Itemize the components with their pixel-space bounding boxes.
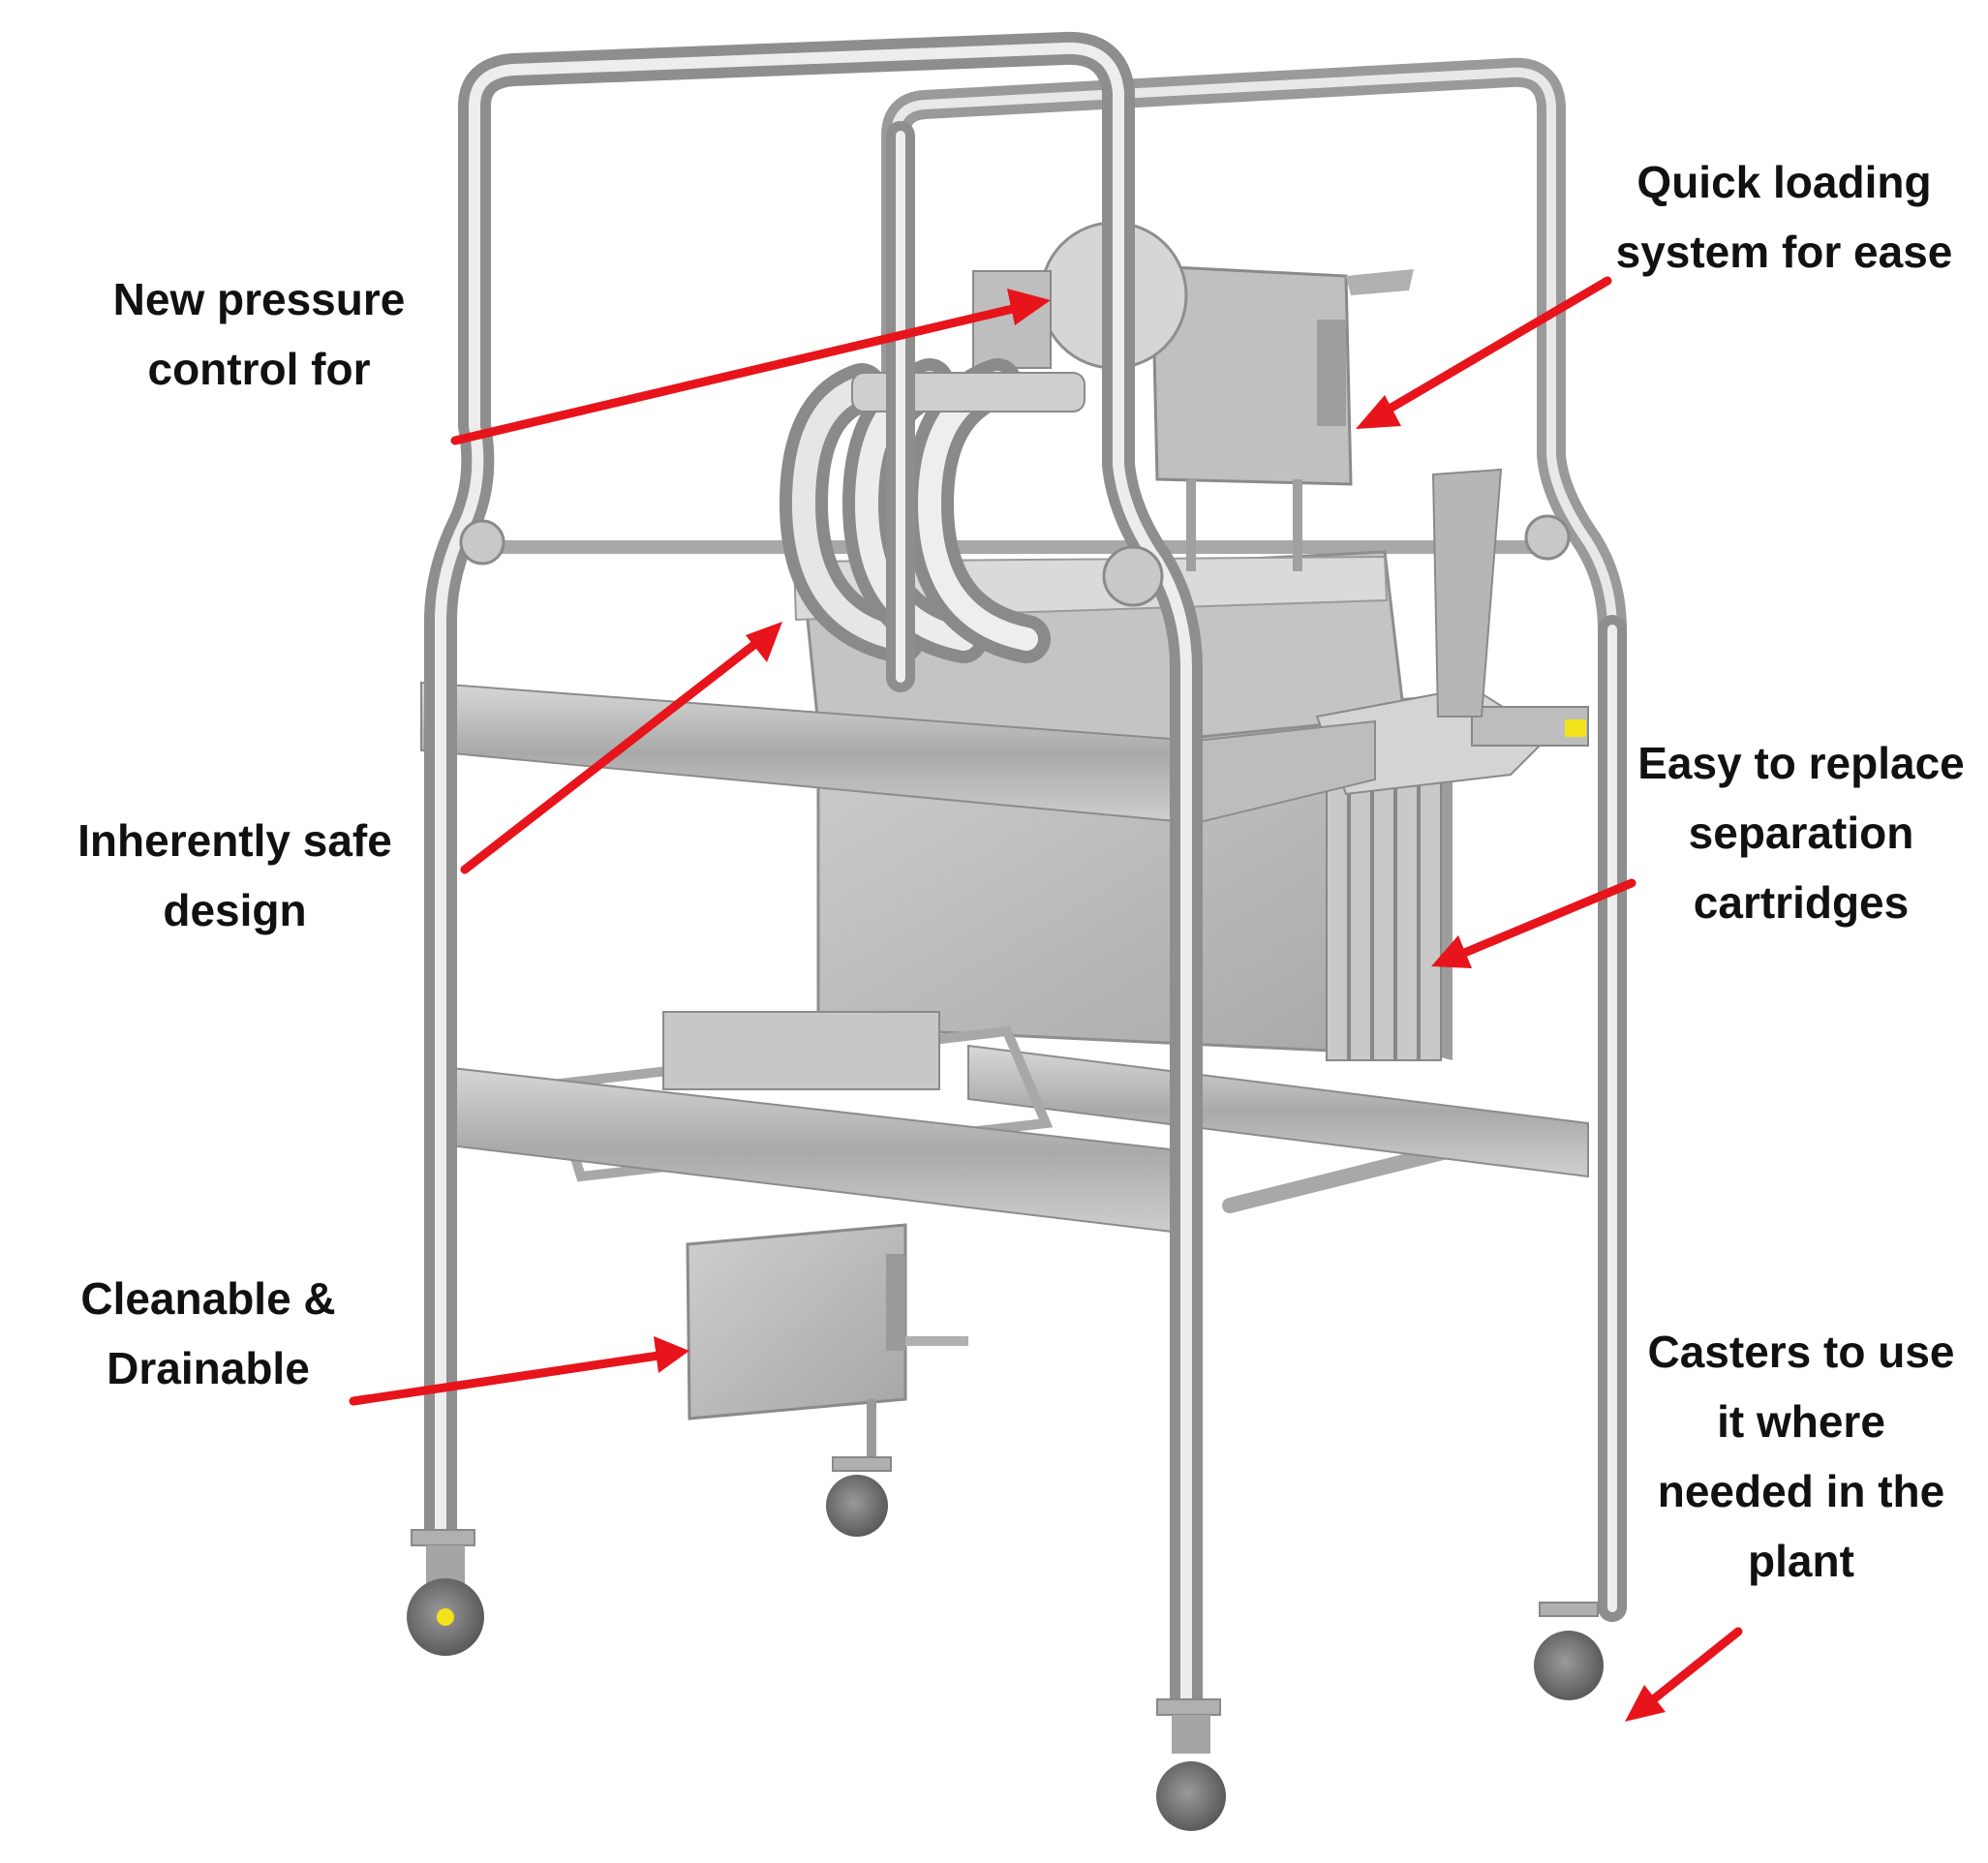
callout-loading-line-2: system for ease xyxy=(1615,227,1953,277)
callout-loading-line-1: Quick loading xyxy=(1636,157,1932,207)
callout-cleanable-line-2: Drainable xyxy=(107,1343,310,1393)
arrow-safe xyxy=(460,622,782,874)
caster-front-right xyxy=(1156,1698,1226,1831)
callout-casters-line-1: Casters to use xyxy=(1647,1327,1955,1377)
callout-cartridges-line-1: Easy to replace xyxy=(1637,738,1965,788)
callout-separation-cartridges: Easy to replace separation cartridges xyxy=(1627,728,1975,937)
caster-front-left xyxy=(407,1529,484,1656)
callout-casters-line-4: plant xyxy=(1748,1536,1854,1586)
callout-pressure-control: New pressure control for xyxy=(92,264,426,404)
callout-casters: Casters to use it where needed in the pl… xyxy=(1636,1317,1966,1596)
callout-pressure-line-1: New pressure xyxy=(112,274,406,324)
cross-beam-back xyxy=(967,1044,1589,1178)
arrow-pressure xyxy=(450,289,1051,445)
cart-frame-back xyxy=(482,57,1627,1622)
arrow-cleanable xyxy=(349,1336,689,1406)
callout-arrows xyxy=(349,276,1743,1722)
callout-casters-line-3: needed in the xyxy=(1657,1466,1945,1516)
braided-hoses xyxy=(779,358,1086,663)
callout-cartridges-line-3: cartridges xyxy=(1693,877,1910,928)
callout-quick-loading: Quick loading system for ease xyxy=(1598,147,1971,287)
callout-pressure-line-2: control for xyxy=(147,344,371,394)
casters xyxy=(407,1456,1604,1831)
separation-cartridges xyxy=(1315,686,1589,1061)
callout-safe-line-2: design xyxy=(163,885,307,935)
callout-cleanable-drainable: Cleanable & Drainable xyxy=(53,1264,363,1403)
caster-back-right xyxy=(1534,1602,1604,1700)
caster-back-left xyxy=(826,1456,892,1537)
arrow-casters xyxy=(1625,1627,1743,1722)
callout-casters-line-2: it where xyxy=(1717,1396,1885,1447)
callout-safe-line-1: Inherently safe xyxy=(77,815,392,866)
callout-cartridges-line-2: separation xyxy=(1688,808,1914,858)
arrow-cartridges xyxy=(1431,878,1636,968)
callout-cleanable-line-1: Cleanable & xyxy=(80,1273,336,1324)
arrow-loading xyxy=(1356,276,1612,429)
callout-inherently-safe: Inherently safe design xyxy=(58,806,412,945)
drain-box xyxy=(686,1223,968,1472)
cart-frame-front xyxy=(424,31,1627,1721)
